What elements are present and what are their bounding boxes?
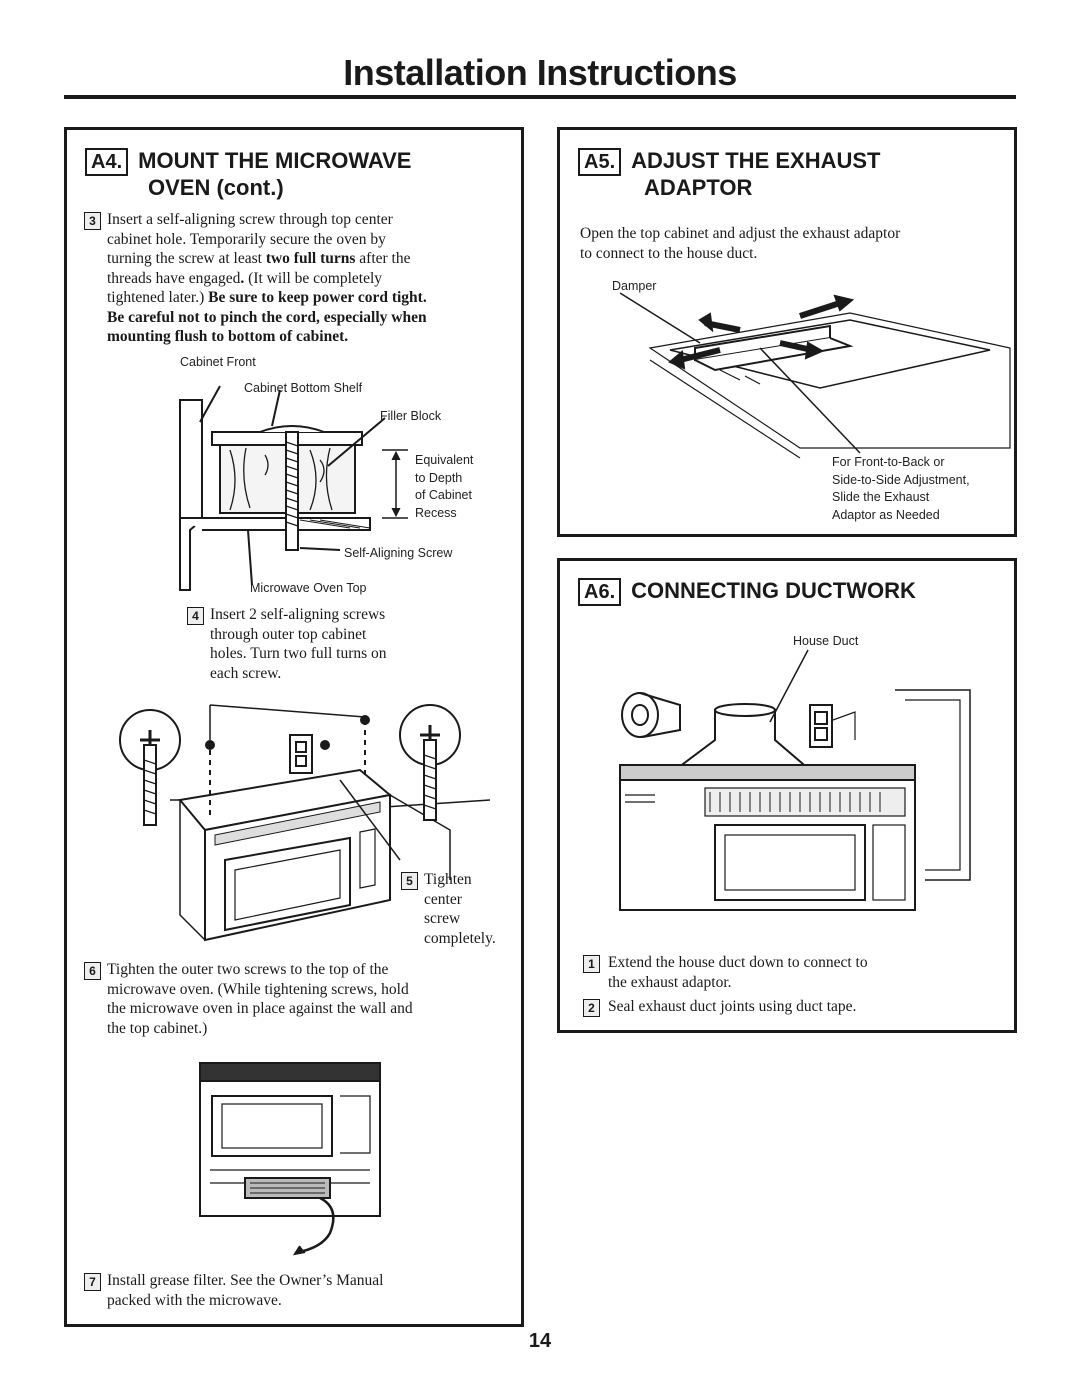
a6-step1-text: Extend the house duct down to connect to…	[608, 953, 1008, 992]
text-line: mounting flush to bottom of cabinet.	[107, 328, 349, 345]
label-line: to Depth	[415, 470, 463, 485]
filler-block-diagram	[179, 385, 408, 591]
section-tag: A5.	[578, 148, 622, 176]
text-line: Be careful not to pinch the cord, especi…	[107, 308, 427, 326]
section-a5-panel	[557, 127, 1017, 537]
text-span: turning the screw at least	[107, 250, 266, 267]
label-damper: Damper	[612, 279, 657, 293]
section-title-line2: OVEN (cont.)	[148, 175, 284, 200]
section-a6-heading: A6. CONNECTING DUCTWORK	[578, 577, 1008, 606]
text-line: each screw.	[210, 664, 282, 682]
section-a4-panel	[64, 127, 524, 1327]
label-filler-block: Filler Block	[380, 409, 442, 423]
section-tag: A4.	[85, 148, 129, 176]
text-line: cabinet hole. Temporarily secure the ove…	[107, 230, 386, 248]
step-number: 3	[84, 212, 101, 230]
step6-text: Tighten the outer two screws to the top …	[107, 960, 517, 1038]
text-span: (It will be completely	[244, 269, 383, 287]
step-number: 1	[583, 955, 600, 973]
text-line: the microwave oven in place against the …	[107, 1000, 413, 1017]
label-line: of Cabinet	[415, 488, 472, 502]
text-line: to connect to the house duct.	[580, 244, 758, 262]
step5-text: Tighten center screw completely.	[424, 870, 524, 948]
step-number: 4	[187, 607, 204, 625]
text-line: Open the top cabinet and adjust the exha…	[580, 225, 901, 242]
section-title-line1: ADJUST THE EXHAUST	[631, 148, 881, 173]
label-line: Side-to-Side Adjustment,	[832, 472, 970, 487]
step-number: 6	[84, 962, 101, 980]
microwave-screws-diagram	[119, 704, 491, 942]
text-line: packed with the microwave.	[107, 1291, 282, 1309]
text-line: turning the screw at least two full turn…	[107, 249, 507, 269]
label-equivalent-depth: Equivalent to Depth of Cabinet Recess	[415, 452, 473, 522]
a5-body-text: Open the top cabinet and adjust the exha…	[580, 224, 1010, 263]
text-line: Insert 2 self-aligning screws	[210, 606, 386, 623]
label-line: Slide the Exhaust	[832, 490, 930, 504]
label-cabinet-bottom-shelf: Cabinet Bottom Shelf	[244, 381, 363, 395]
grease-filter-diagram	[199, 1062, 381, 1256]
exhaust-adaptor-diagram	[619, 292, 1011, 459]
step7-text: Install grease filter. See the Owner’s M…	[107, 1271, 507, 1310]
section-a4-heading: A4. MOUNT THE MICROWAVE	[85, 147, 515, 176]
section-a6-panel	[557, 558, 1017, 1033]
text-line: completely.	[424, 929, 496, 947]
text-line: Tighten	[424, 871, 472, 888]
ductwork-diagram	[619, 649, 971, 911]
text-line: microwave oven. (While tightening screws…	[107, 980, 409, 998]
text-line: screw	[424, 910, 461, 927]
text-bold: Be sure to keep power cord tight.	[208, 289, 427, 306]
label-microwave-oven-top: Microwave Oven Top	[250, 581, 367, 595]
text-line: Insert a self-aligning screw through top…	[107, 211, 393, 228]
label-line: For Front-to-Back or	[832, 455, 945, 469]
section-a5-heading: A5. ADJUST THE EXHAUST	[578, 147, 1008, 176]
step-number: 7	[84, 1273, 101, 1291]
page-title: Installation Instructions	[343, 52, 737, 93]
text-line: Install grease filter. See the Owner’s M…	[107, 1272, 384, 1289]
text-line: holes. Turn two full turns on	[210, 645, 387, 662]
text-line: through outer top cabinet	[210, 625, 367, 643]
label-self-aligning-screw: Self-Aligning Screw	[344, 546, 453, 560]
a6-step2-text: Seal exhaust duct joints using duct tape…	[608, 998, 857, 1015]
page-number: 14	[528, 1330, 552, 1352]
text-bold: two full turns	[265, 250, 356, 267]
label-line: Recess	[415, 505, 457, 520]
label-line: Adaptor as Needed	[832, 507, 940, 522]
text-line: center	[424, 890, 462, 908]
text-span: threads have engaged	[107, 269, 241, 287]
text-line: threads have engaged. (It will be comple…	[107, 269, 507, 289]
label-line: Equivalent	[415, 453, 474, 467]
title-rule	[64, 95, 1016, 99]
text-line: Tighten the outer two screws to the top …	[107, 961, 389, 978]
text-line: the top cabinet.)	[107, 1019, 208, 1037]
label-house-duct: House Duct	[793, 634, 859, 648]
text-bold: .	[240, 269, 245, 287]
step-number: 5	[401, 872, 418, 890]
section-title-line2: ADAPTOR	[644, 175, 753, 200]
text-line: the exhaust adaptor.	[608, 973, 732, 991]
label-cabinet-front: Cabinet Front	[180, 355, 256, 369]
section-title: CONNECTING DUCTWORK	[631, 578, 916, 603]
text-line: tightened later.) Be sure to keep power …	[107, 288, 507, 308]
text-span: after the	[355, 250, 411, 267]
section-tag: A6.	[578, 578, 622, 606]
text-line: Extend the house duct down to connect to	[608, 954, 868, 971]
step4-text: Insert 2 self-aligning screws through ou…	[210, 605, 470, 683]
section-title-line1: MOUNT THE MICROWAVE	[138, 148, 412, 173]
step3-text: Insert a self-aligning screw through top…	[107, 210, 507, 347]
label-adjustment-note: For Front-to-Back or Side-to-Side Adjust…	[832, 454, 970, 524]
step-number: 2	[583, 999, 600, 1017]
text-span: tightened later.)	[107, 289, 209, 306]
